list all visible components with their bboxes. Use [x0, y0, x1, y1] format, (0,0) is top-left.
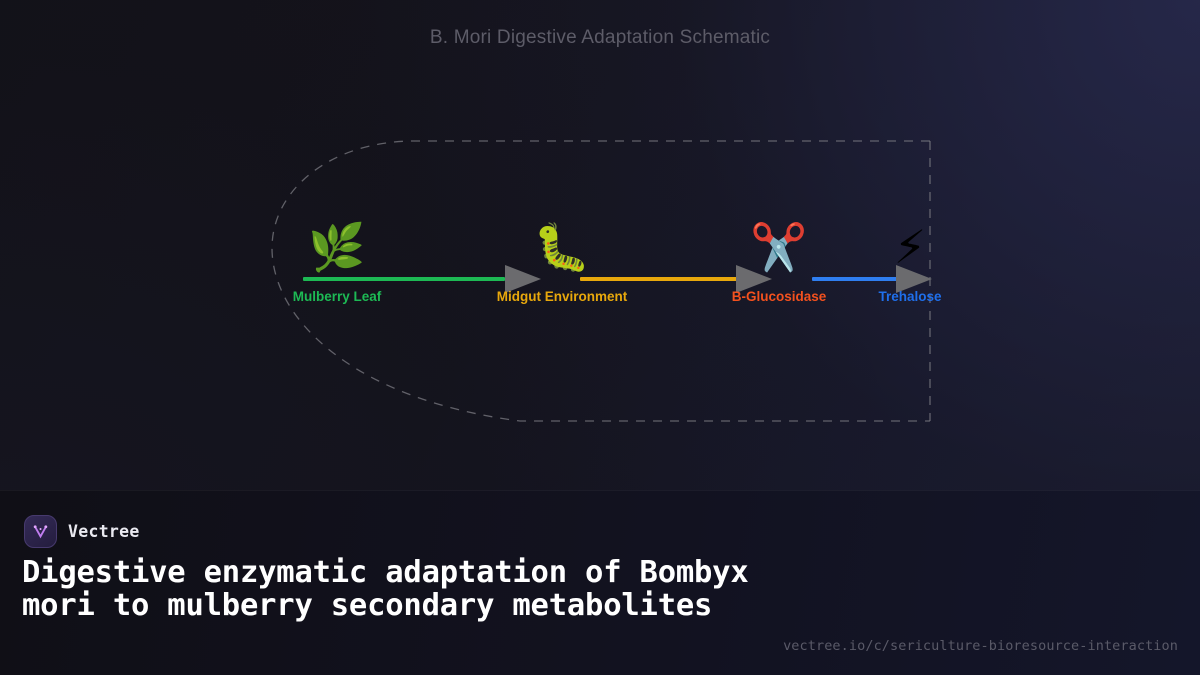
edge-arrow-mulberry-leaf: [505, 265, 541, 293]
headline: Digestive enzymatic adaptation of Bombyx…: [22, 555, 749, 623]
herb-leaf-icon: 🌿: [308, 220, 366, 274]
brand-row[interactable]: Vectree: [24, 515, 140, 548]
diagram-area: B. Mori Digestive Adaptation Schematic 🌿…: [271, 27, 942, 422]
scissors-icon: ✂️: [750, 220, 808, 274]
edge-line-b-glucosidase: [812, 277, 902, 281]
edge-arrow-midgut-environment: [736, 265, 772, 293]
edge-line-mulberry-leaf: [303, 277, 505, 281]
node-label-b-glucosidase: B-Glucosidase: [731, 289, 827, 304]
caterpillar-icon: 🐛: [533, 220, 591, 274]
footer-panel: Vectree Digestive enzymatic adaptation o…: [0, 490, 1200, 675]
brand-name: Vectree: [68, 522, 140, 541]
edge-line-midgut-environment: [580, 277, 742, 281]
node-label-midgut-environment: Midgut Environment: [496, 289, 628, 304]
lightning-bolt-icon: ⚡: [893, 220, 927, 274]
flow-graph: 🌿 Mulberry Leaf 🐛 Midgut Environment ✂️ …: [292, 220, 942, 304]
node-label-trehalose: Trehalose: [878, 289, 942, 304]
edge-arrow-b-glucosidase: [896, 265, 932, 293]
footer-url: vectree.io/c/sericulture-bioresource-int…: [783, 638, 1178, 654]
vectree-logo-icon: [24, 515, 57, 548]
schematic-title: B. Mori Digestive Adaptation Schematic: [429, 27, 771, 48]
node-label-mulberry-leaf: Mulberry Leaf: [292, 289, 382, 304]
